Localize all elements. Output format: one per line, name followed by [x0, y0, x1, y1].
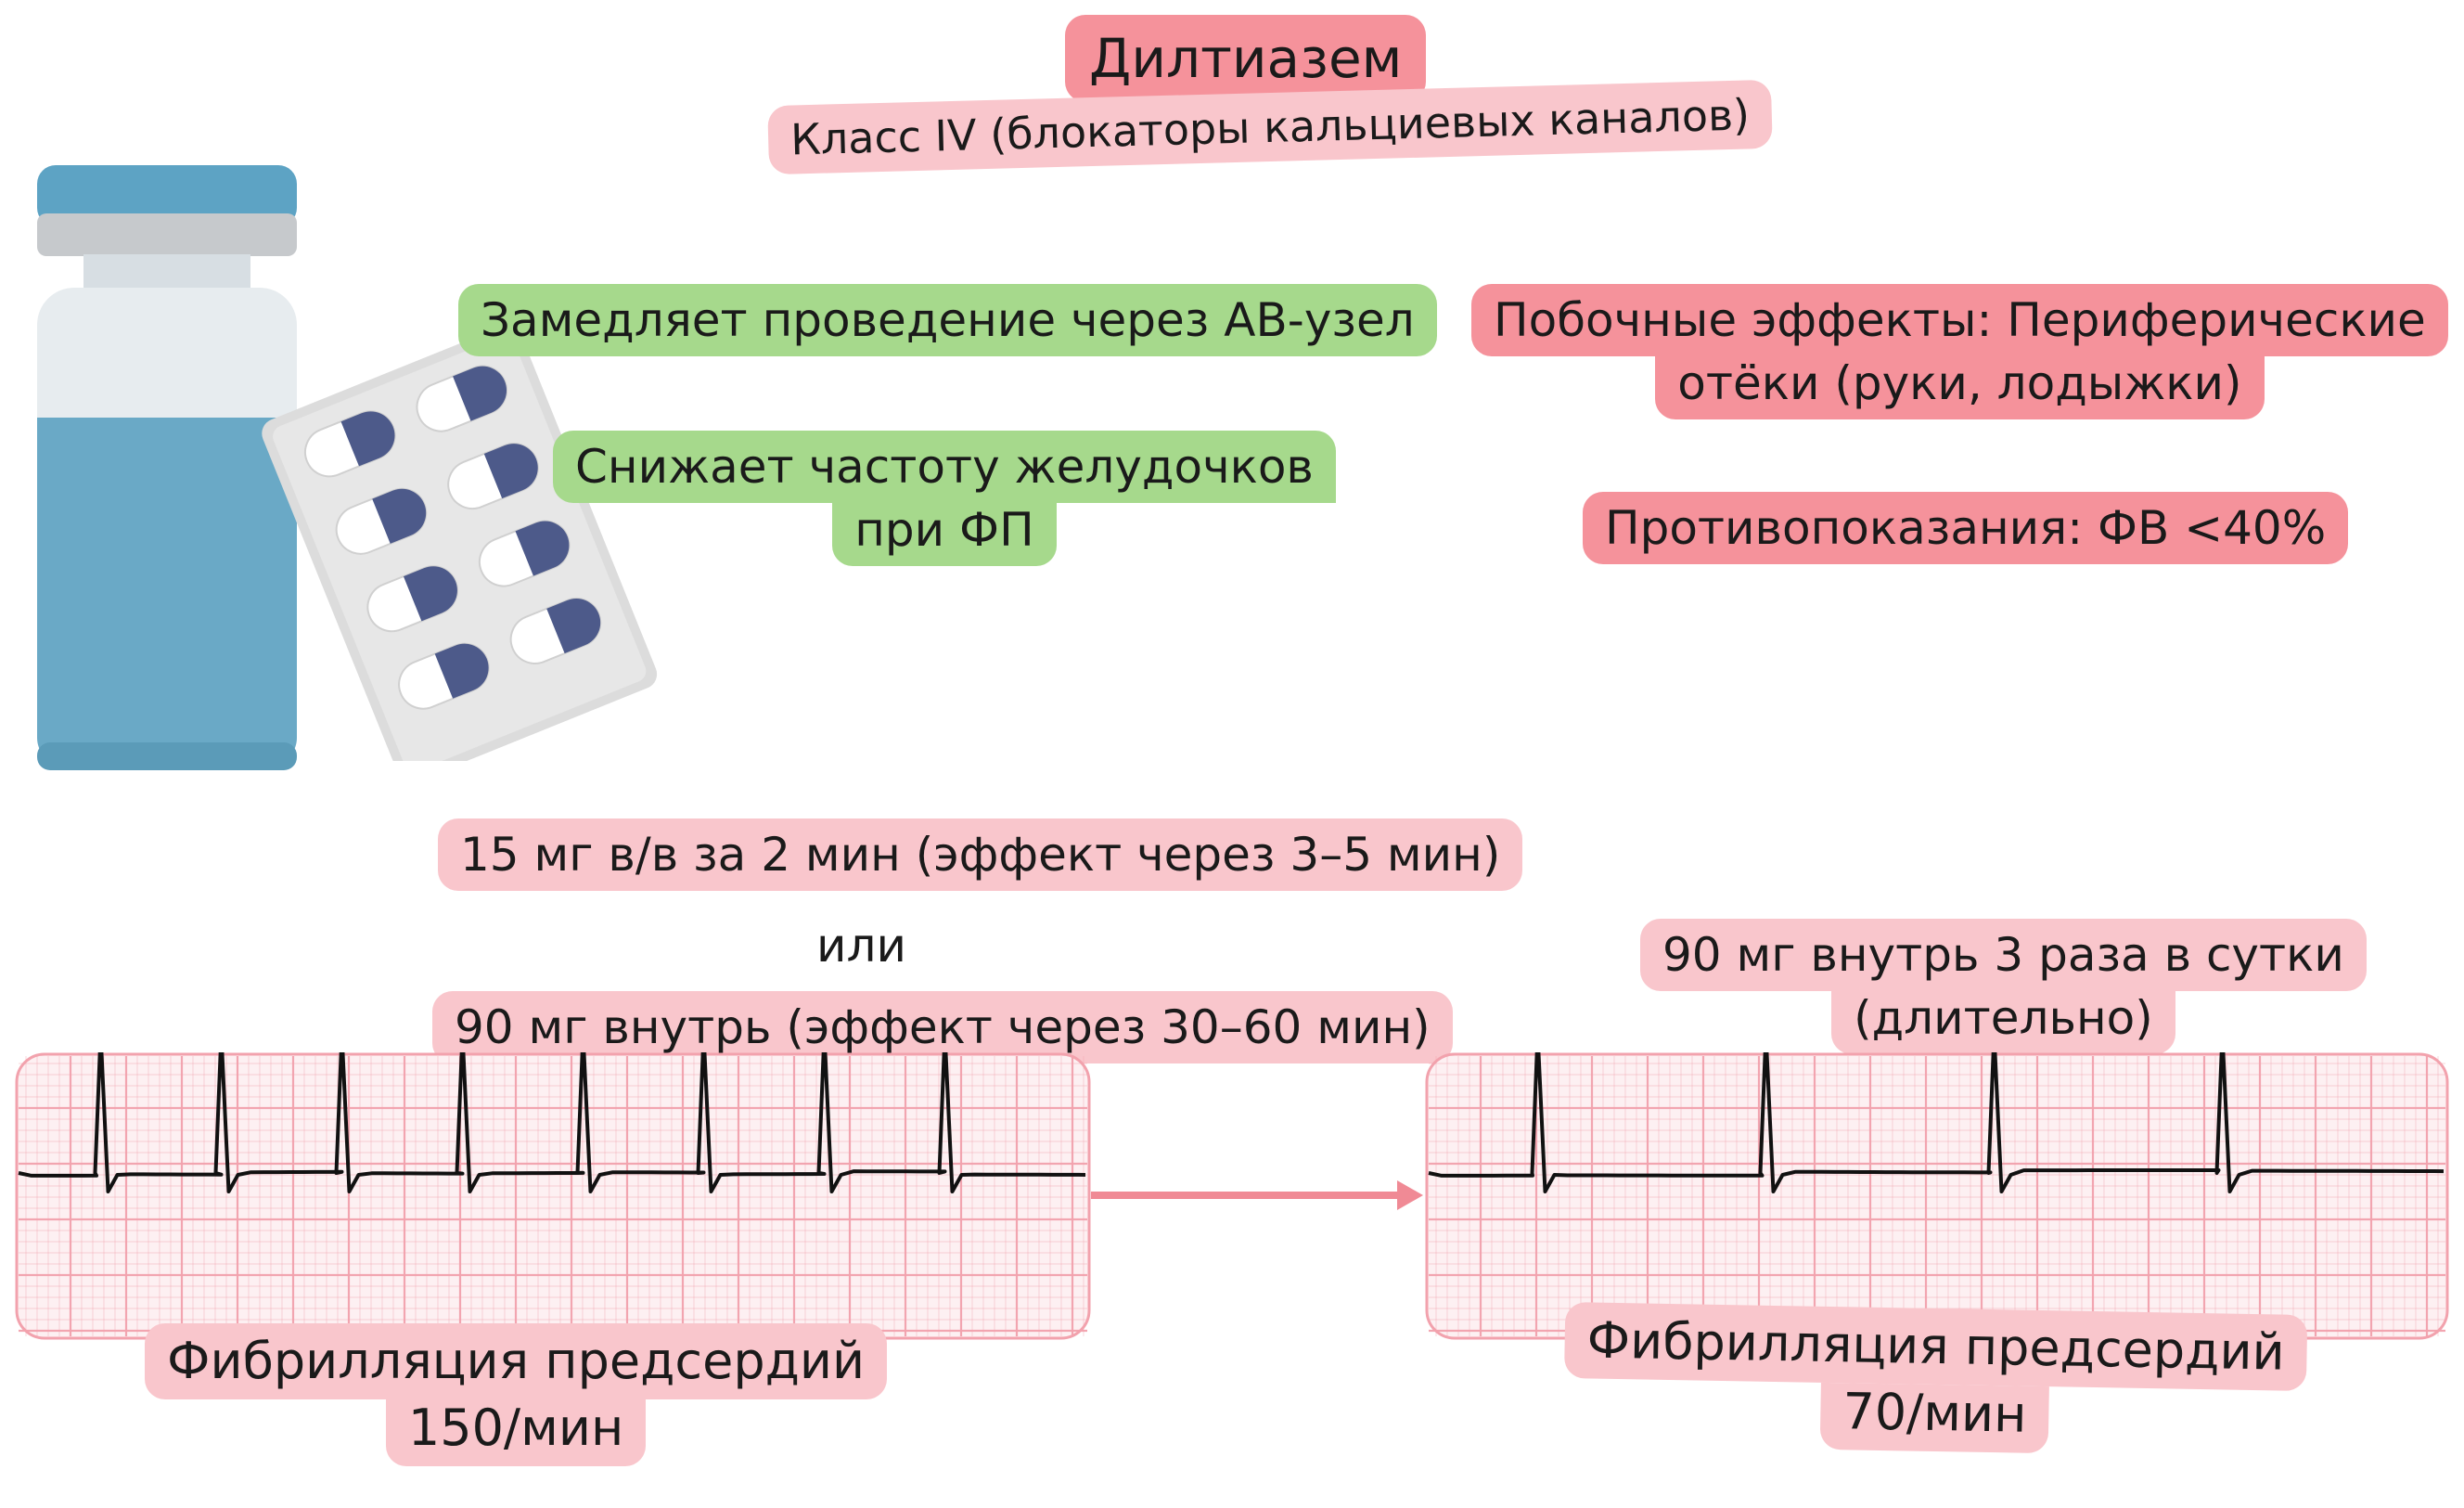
- contraindications: Противопоказания: ФВ <40%: [1583, 492, 2349, 564]
- effect-ventricular-rate: Снижает частоту желудочков при ФП: [553, 431, 1336, 566]
- blister-pack-illustration: [262, 325, 658, 761]
- effect-rate-line2: при ФП: [832, 503, 1057, 566]
- drug-class: Класс IV (блокаторы кальциевых каналов): [767, 79, 1773, 175]
- vial-illustration: [37, 165, 297, 770]
- ecg-strip-after: [1425, 1052, 2449, 1340]
- drug-class-text: Класс IV (блокаторы кальциевых каналов): [767, 79, 1773, 175]
- side-effects-line2: отёки (руки, лодыжки): [1655, 356, 2265, 419]
- ecg-after-label-line1: Фибрилляция предсердий: [1563, 1302, 2308, 1391]
- dose-or-text: или: [816, 919, 906, 973]
- effect-rate-line1: Снижает частоту желудочков: [553, 431, 1336, 503]
- dose-maintenance-line1: 90 мг внутрь 3 раза в сутки: [1640, 919, 2367, 991]
- ecg-before-label-line1: Фибрилляция предсердий: [145, 1323, 888, 1399]
- dose-oral-text: 90 мг внутрь (эффект через 30–60 мин): [432, 991, 1453, 1063]
- effect-av-node: Замедляет проведение через АВ-узел: [458, 284, 1437, 356]
- dose-maintenance: 90 мг внутрь 3 раза в сутки (длительно): [1640, 919, 2367, 1054]
- drug-title: Дилтиазем: [1065, 15, 1427, 102]
- dose-maintenance-line2: (длительно): [1831, 991, 2175, 1054]
- drug-title-text: Дилтиазем: [1065, 15, 1427, 102]
- dose-oral: 90 мг внутрь (эффект через 30–60 мин): [432, 991, 1453, 1063]
- ecg-after-label: Фибрилляция предсердий 70/мин: [1563, 1302, 2308, 1458]
- ecg-after-label-line2: 70/мин: [1819, 1382, 2049, 1454]
- contraindications-text: Противопоказания: ФВ <40%: [1583, 492, 2349, 564]
- ecg-before-label: Фибрилляция предсердий 150/мин: [145, 1323, 888, 1466]
- side-effects-line1: Побочные эффекты: Периферические: [1471, 284, 2448, 356]
- dose-or: или: [789, 919, 934, 973]
- dose-iv-text: 15 мг в/в за 2 мин (эффект через 3–5 мин…: [438, 818, 1523, 891]
- ecg-before-label-line2: 150/мин: [385, 1399, 647, 1466]
- ecg-before-trace: [18, 1052, 1086, 1193]
- ecg-strip-before: [15, 1052, 1091, 1340]
- side-effects: Побочные эффекты: Периферические отёки (…: [1471, 284, 2448, 419]
- effect-av-node-text: Замедляет проведение через АВ-узел: [458, 284, 1437, 356]
- dose-iv: 15 мг в/в за 2 мин (эффект через 3–5 мин…: [438, 818, 1523, 891]
- transition-arrow: [1091, 1180, 1423, 1210]
- ecg-after-trace: [1428, 1052, 2445, 1193]
